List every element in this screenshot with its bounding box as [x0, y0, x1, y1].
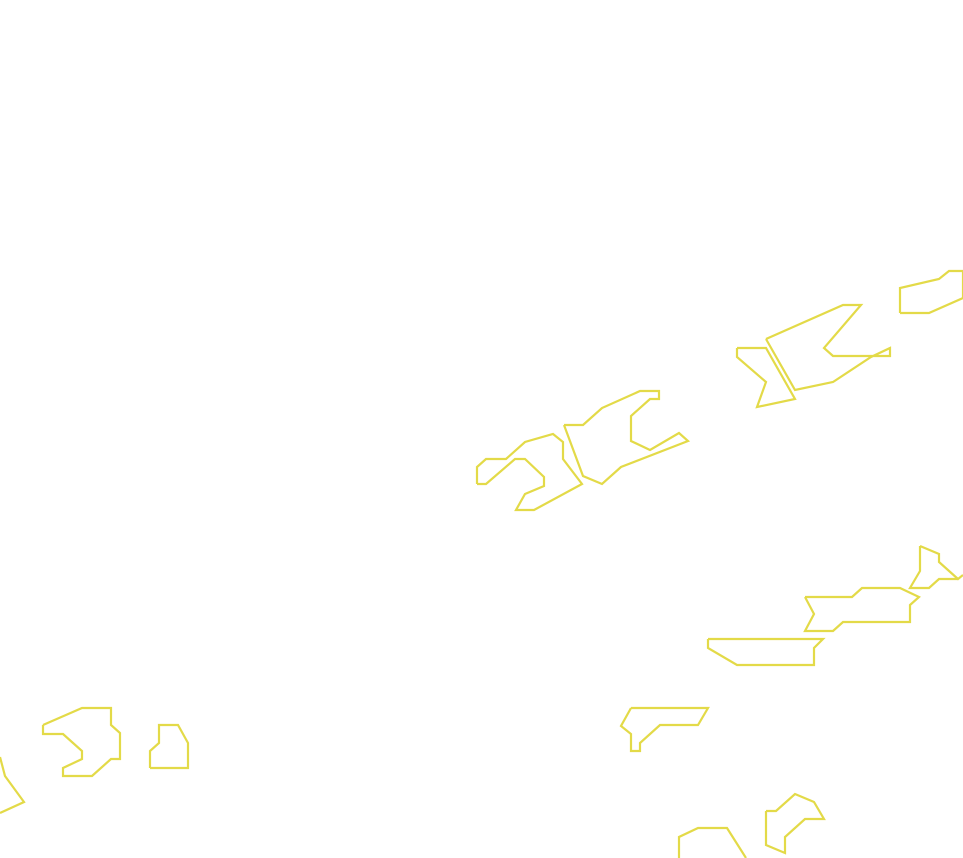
map-polygon-outline — [898, 269, 963, 315]
map-polygon-outline — [148, 723, 190, 770]
map-polygon-outline — [735, 346, 797, 409]
map-polygon-outline — [765, 303, 892, 392]
map-polygon-outline — [803, 586, 921, 633]
map-polygon-outline — [706, 637, 826, 667]
map-polygon-outline — [562, 389, 691, 486]
map-polygon-outline — [475, 432, 584, 512]
map-polygon-outline — [619, 706, 710, 753]
map-polygon-outline — [677, 826, 747, 858]
map-polygon-outline — [764, 792, 826, 855]
map-polygon-outline — [908, 544, 963, 590]
map-polygon-outline — [41, 706, 122, 778]
map-polygon-outline — [0, 756, 26, 814]
